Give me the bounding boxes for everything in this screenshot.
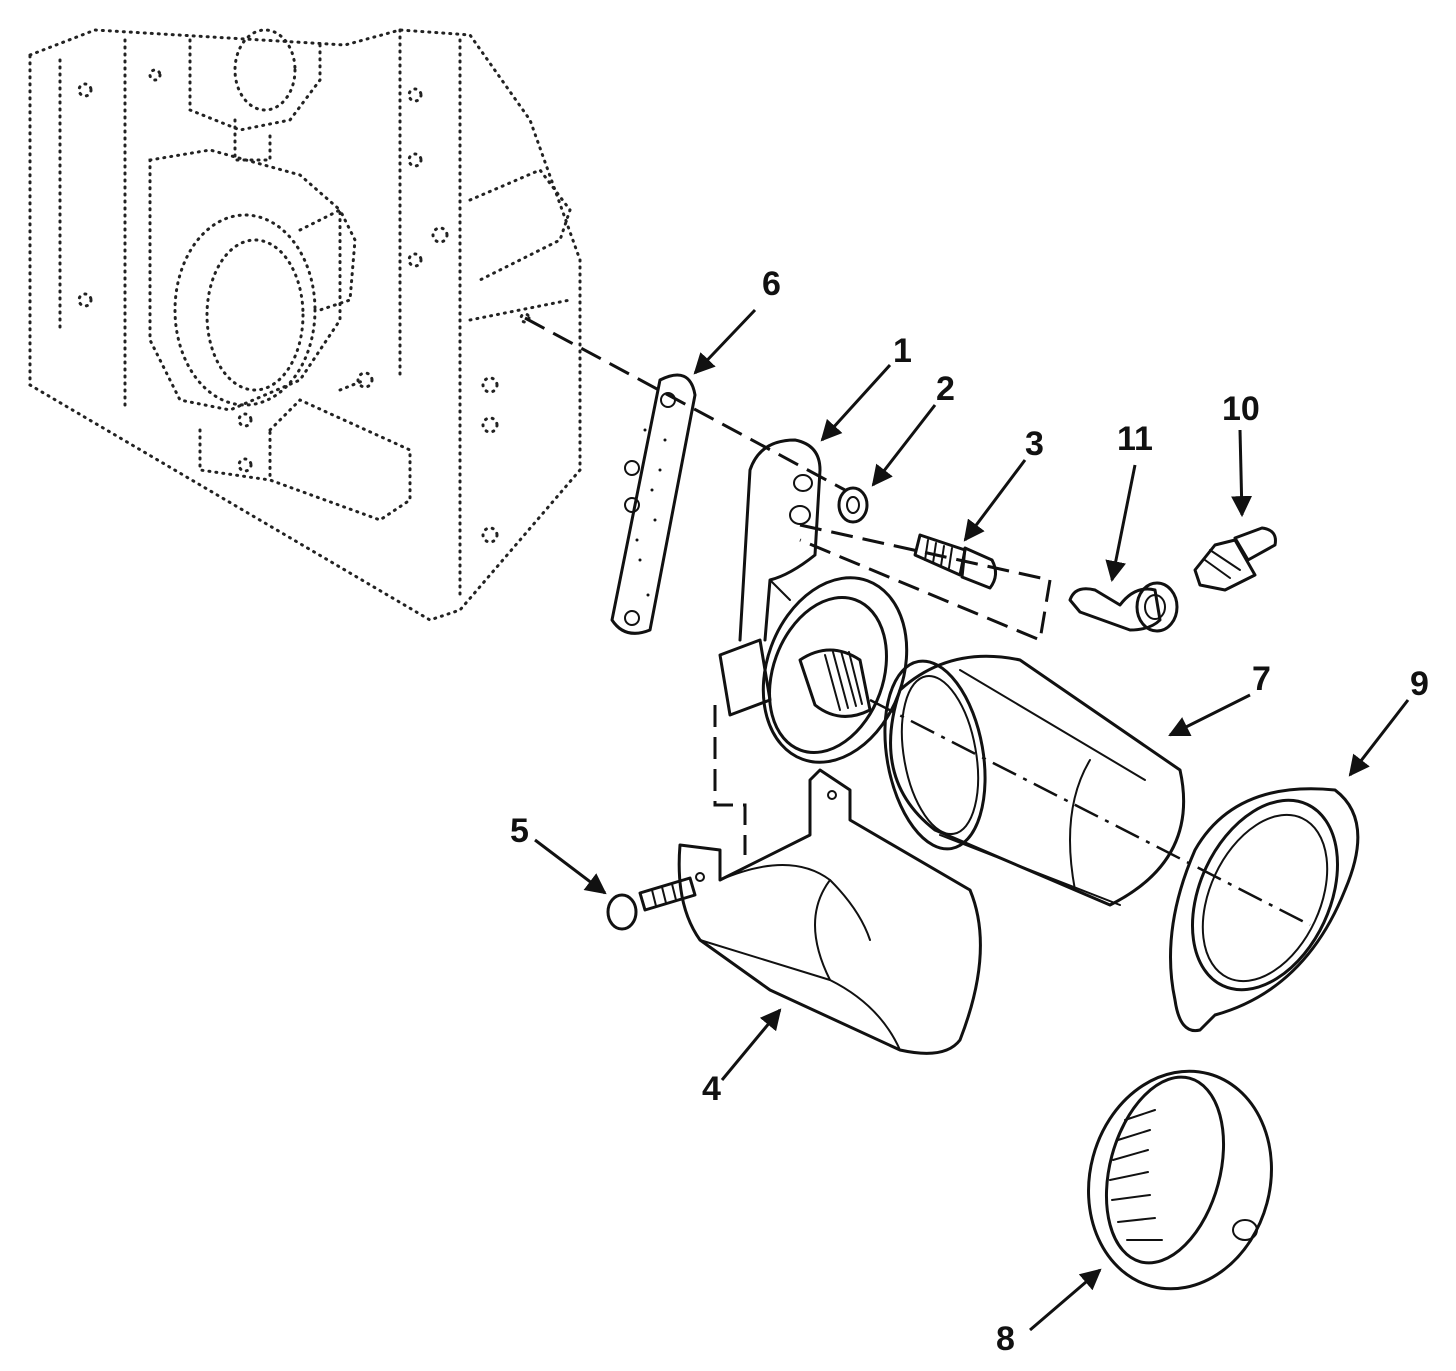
callout-11: 11	[1117, 420, 1153, 458]
callout-2: 2	[936, 370, 955, 408]
alignment-line-5	[713, 705, 747, 855]
gasket-ring-part-9	[1169, 787, 1360, 1033]
callout-9: 9	[1410, 665, 1429, 703]
callout-arrows	[534, 308, 1410, 1332]
filter-element-part-7	[883, 654, 1186, 907]
cover-cap-part-8	[1087, 1069, 1273, 1291]
spacer-plate-part-6	[610, 373, 697, 635]
alignment-line-6	[524, 316, 846, 492]
callout-6: 6	[762, 265, 781, 303]
callout-3: 3	[1025, 425, 1044, 463]
callout-5: 5	[510, 812, 529, 850]
callout-10: 10	[1222, 390, 1260, 428]
callout-8: 8	[996, 1320, 1015, 1358]
elbow-fitting-part-11	[1068, 581, 1179, 633]
callout-4: 4	[702, 1070, 721, 1108]
callout-1: 1	[893, 332, 912, 370]
screw-part-5	[606, 876, 697, 931]
filter-head	[718, 576, 909, 764]
washer-part-2	[837, 486, 869, 524]
callout-7: 7	[1252, 660, 1271, 698]
alignment-line-7	[869, 698, 1311, 927]
shroud-part-4	[677, 768, 982, 1055]
capscrew-part-3	[913, 533, 997, 590]
engine-block-phantom	[28, 28, 582, 622]
mounting-bracket-part-1	[738, 438, 822, 642]
sensor-fitting-part-10	[1193, 526, 1277, 592]
alignment-line-3	[799, 523, 1052, 643]
